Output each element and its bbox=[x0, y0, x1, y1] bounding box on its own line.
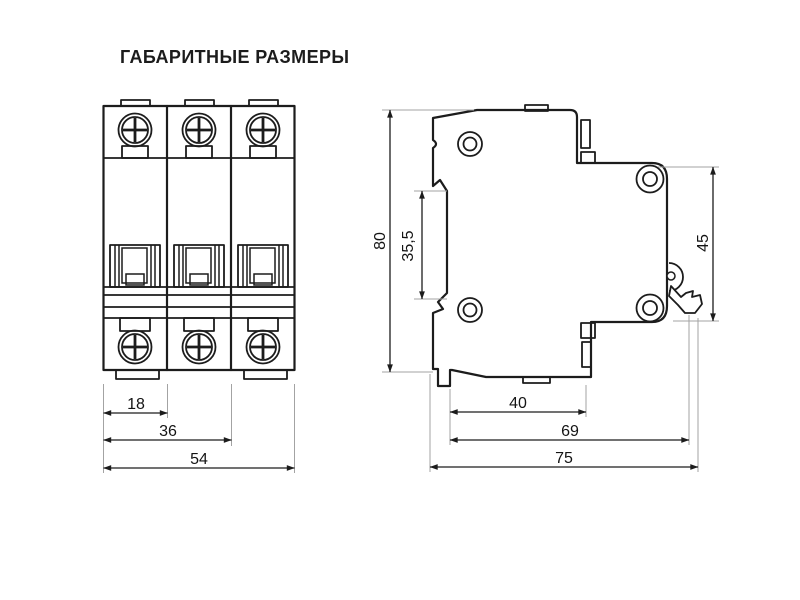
dim-pole-width: 18 bbox=[103, 396, 168, 416]
top-tabs bbox=[120, 99, 279, 107]
toggle-lever-icon bbox=[666, 262, 703, 314]
screw-icon bbox=[117, 317, 153, 365]
bottom-tab-icon bbox=[243, 369, 288, 380]
rivet-holes bbox=[457, 131, 665, 323]
dim-total-depth: 75 bbox=[429, 450, 699, 470]
toggle-windows bbox=[109, 244, 289, 288]
screw-icon bbox=[245, 317, 281, 365]
dim-label-base-depth: 40 bbox=[509, 395, 527, 412]
dim-din-recess-height: 35,5 bbox=[400, 190, 425, 300]
toggle-window bbox=[109, 244, 161, 288]
top-tab-icon bbox=[248, 99, 279, 107]
dim-label-total-depth: 75 bbox=[555, 450, 573, 467]
screw-icon bbox=[181, 112, 217, 159]
dim-label-total-width: 54 bbox=[190, 451, 208, 468]
toggle-window bbox=[173, 244, 225, 288]
dim-total-width: 54 bbox=[103, 451, 295, 471]
dim-label-pole-width: 18 bbox=[127, 396, 145, 413]
rivet-hole-icon bbox=[457, 297, 483, 323]
top-screw-terminals bbox=[117, 112, 281, 159]
dim-label-din-recess: 35,5 bbox=[400, 230, 417, 261]
screw-icon bbox=[181, 317, 217, 365]
breaker-body-side bbox=[431, 108, 669, 388]
top-tab-icon bbox=[524, 104, 549, 112]
rivet-hole-icon bbox=[457, 131, 483, 157]
dim-label-two-poles-width: 36 bbox=[159, 423, 177, 440]
dim-label-front-face-height: 45 bbox=[695, 234, 712, 252]
bottom-tab-icon bbox=[522, 376, 551, 384]
bottom-tab-icon bbox=[115, 369, 160, 380]
dim-label-depth-with-lever: 69 bbox=[561, 423, 579, 440]
top-tab-icon bbox=[184, 99, 215, 107]
rivet-hole-icon bbox=[635, 164, 665, 194]
toggle-window bbox=[237, 244, 289, 288]
front-view: 18 36 54 bbox=[102, 99, 296, 473]
dim-total-height: 80 bbox=[372, 109, 393, 373]
side-view: 80 35,5 45 40 69 75 bbox=[372, 104, 719, 472]
dim-front-face-height: 45 bbox=[695, 166, 716, 322]
terminal-step-top bbox=[580, 151, 596, 164]
rivet-hole-icon bbox=[635, 293, 665, 323]
page-title: ГАБАРИТНЫЕ РАЗМЕРЫ bbox=[120, 47, 350, 67]
terminal-shield-top bbox=[580, 119, 591, 149]
terminal-step-bottom bbox=[580, 322, 596, 339]
bottom-screw-terminals bbox=[117, 317, 281, 365]
screw-icon bbox=[245, 112, 281, 159]
top-tab-icon bbox=[120, 99, 151, 107]
terminal-shield-bottom bbox=[581, 341, 592, 368]
screw-icon bbox=[117, 112, 153, 159]
dim-label-total-height: 80 bbox=[372, 232, 389, 250]
front-bands bbox=[103, 286, 295, 319]
dim-depth-with-lever: 69 bbox=[449, 423, 690, 443]
dim-two-poles-width: 36 bbox=[103, 423, 232, 443]
dim-base-depth: 40 bbox=[449, 395, 587, 415]
